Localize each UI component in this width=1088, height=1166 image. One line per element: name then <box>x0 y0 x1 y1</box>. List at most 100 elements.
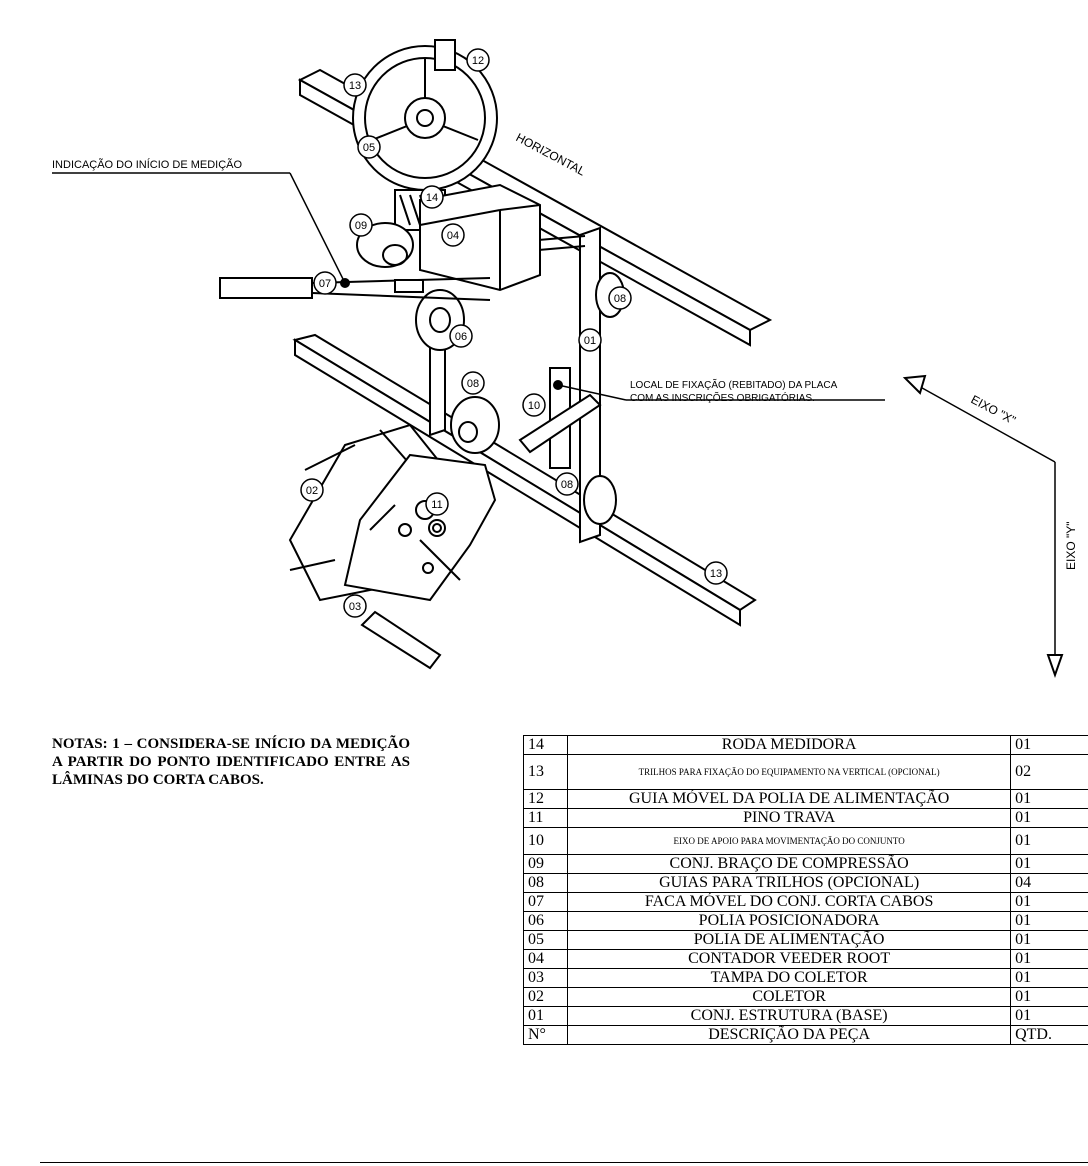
callout-circle <box>441 223 465 247</box>
header-desc: DESCRIÇÃO DA PEÇA <box>567 1025 1012 1045</box>
callout-number: 13 <box>349 80 361 92</box>
assembly-drawing: INDICAÇÃO DO INÍCIO DE MEDIÇÃO HORIZONTA… <box>52 39 1078 679</box>
callout-circle <box>608 286 632 310</box>
cell-desc: TAMPA DO COLETOR <box>567 968 1012 988</box>
fixing-location-label-line1: LOCAL DE FIXAÇÃO (REBITADO) DA PLACA <box>630 378 838 391</box>
frame-post-right <box>579 226 601 544</box>
cell-desc: POLIA DE ALIMENTAÇÃO <box>567 930 1012 950</box>
cell-qty: 01 <box>1010 987 1088 1007</box>
callout-circle <box>343 594 367 618</box>
cell-desc: CONJ. BRAÇO DE COMPRESSÃO <box>567 854 1012 874</box>
axis-y-arrow <box>1046 654 1064 679</box>
cell-qty: 01 <box>1010 1006 1088 1026</box>
callout-number: 01 <box>584 335 596 347</box>
cell-qty: 01 <box>1010 949 1088 969</box>
veeder-root-counter <box>419 183 541 292</box>
callout-circle <box>578 328 602 352</box>
cell-qty: 01 <box>1010 789 1088 809</box>
callout-circle <box>420 185 444 209</box>
collector-cover <box>343 453 497 602</box>
cell-desc: POLIA POSICIONADORA <box>567 911 1012 931</box>
cell-num: 11 <box>522 808 569 828</box>
header-num: N° <box>522 1025 569 1045</box>
callout-circle <box>357 135 381 159</box>
cell-desc: GUIAS PARA TRILHOS (OPCIONAL) <box>567 873 1012 893</box>
axis-y-label: EIXO "Y" <box>1064 521 1078 570</box>
callout-number: 05 <box>363 142 375 154</box>
fixing-location-label-line2: COM AS INSCRIÇÕES OBRIGATÓRIAS. <box>630 391 815 404</box>
cell-num: 08 <box>522 873 569 893</box>
callout-number: 08 <box>614 293 626 305</box>
cell-num: 10 <box>522 827 569 855</box>
callout-circle <box>449 324 473 348</box>
callout-number: 08 <box>561 479 573 491</box>
cell-desc: COLETOR <box>567 987 1012 1007</box>
cell-desc: FACA MÓVEL DO CONJ. CORTA CABOS <box>567 892 1012 912</box>
rail-guide-middle <box>450 396 500 454</box>
callout-circle <box>425 492 449 516</box>
callout-number: 08 <box>467 378 479 390</box>
callout-number: 06 <box>455 331 467 343</box>
cell-qty: 04 <box>1010 873 1088 893</box>
cell-num: 04 <box>522 949 569 969</box>
cell-qty: 01 <box>1010 930 1088 950</box>
cell-qty: 01 <box>1010 808 1088 828</box>
callout-number: 03 <box>349 601 361 613</box>
callout-circle <box>461 371 485 395</box>
cell-desc: CONTADOR VEEDER ROOT <box>567 949 1012 969</box>
cell-desc: GUIA MÓVEL DA POLIA DE ALIMENTAÇÃO <box>567 789 1012 809</box>
header-qty: QTD. <box>1010 1025 1088 1045</box>
axis-x-label: EIXO "X" <box>969 392 1018 427</box>
cell-desc: PINO TRAVA <box>567 808 1012 828</box>
cell-num: 05 <box>522 930 569 950</box>
cell-num: 06 <box>522 911 569 931</box>
locking-pin <box>428 519 446 537</box>
cell-qty: 01 <box>1010 827 1088 855</box>
bottom-rule <box>40 1162 1088 1163</box>
cell-qty: 01 <box>1010 735 1088 755</box>
cell-qty: 01 <box>1010 892 1088 912</box>
notes-text: NOTAS: 1 – CONSIDERA-SE INÍCIO DA MEDIÇÃ… <box>52 736 410 788</box>
axis-x-line <box>914 383 1056 463</box>
cell-num: 13 <box>522 754 569 790</box>
cell-qty: 02 <box>1010 754 1088 790</box>
callout-circle <box>704 561 728 585</box>
pulley-guide <box>434 39 456 71</box>
callout-number: 10 <box>528 400 540 412</box>
callout-number: 09 <box>355 220 367 232</box>
cell-desc: EIXO DE APOIO PARA MOVIMENTAÇÃO DO CONJU… <box>567 827 1012 855</box>
cell-desc: CONJ. ESTRUTURA (BASE) <box>567 1006 1012 1026</box>
cell-num: 12 <box>522 789 569 809</box>
cell-desc: TRILHOS PARA FIXAÇÃO DO EQUIPAMENTO NA V… <box>567 754 1012 790</box>
cover-handle <box>360 610 442 670</box>
compression-arm <box>356 222 414 268</box>
callout-number: 13 <box>710 568 722 580</box>
cell-num: 01 <box>522 1006 569 1026</box>
callout-number: 11 <box>431 499 442 511</box>
cell-num: 09 <box>522 854 569 874</box>
callout-circle <box>522 393 546 417</box>
callout-number: 04 <box>447 230 459 242</box>
callout-number: 14 <box>426 192 438 204</box>
callout-circle <box>300 478 324 502</box>
cell-num: 03 <box>522 968 569 988</box>
cell-num: 14 <box>522 735 569 755</box>
cell-qty: 01 <box>1010 854 1088 874</box>
callout-number: 07 <box>319 278 331 290</box>
callout-circle <box>466 48 490 72</box>
callout-circle <box>313 271 337 295</box>
callout-circle <box>555 472 579 496</box>
